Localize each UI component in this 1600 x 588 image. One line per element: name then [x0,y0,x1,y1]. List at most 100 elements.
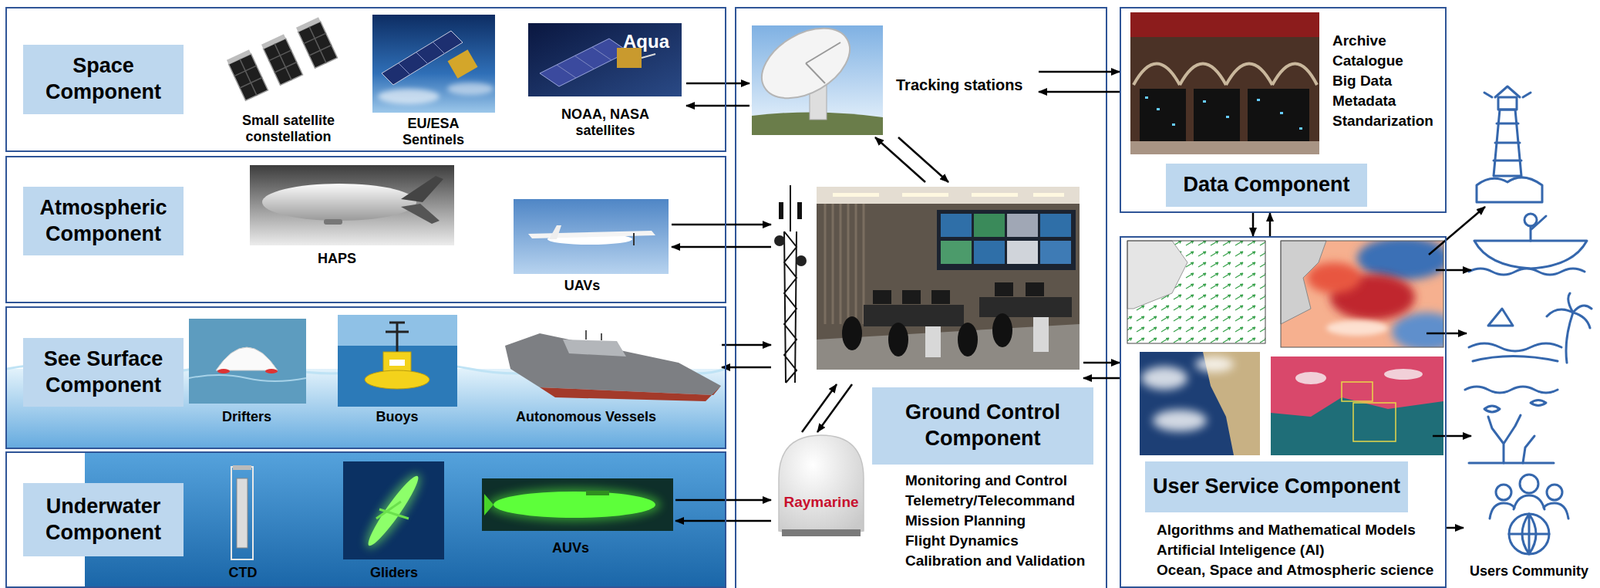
sst-map [1280,240,1444,347]
text-holder: Underwater Component [23,482,184,556]
user-icons [1495,484,1512,500]
text-holder: Small satellite constellation [230,112,347,145]
flow-arrow [675,519,772,523]
component-heading: Underwater Component [23,482,184,556]
data-center-image [1145,96,1149,99]
item-caption: Users Community [1464,562,1594,580]
component-heading: User Service Component [1145,461,1408,512]
sentinel-image [448,49,479,79]
data-center-image [1226,115,1230,118]
antenna-tower [774,235,785,246]
ctd-image [231,466,253,560]
text-holder: Ground Control Component [872,387,1094,465]
flow-arrow [801,384,837,432]
user-icons [1484,400,1547,413]
item-caption: EU/ESA Sentinels [390,115,476,148]
vector-map [1127,240,1188,309]
data-center-image [1130,12,1320,155]
user-icons [1484,92,1531,98]
text-holder: Catalogue [1332,52,1404,71]
users-community: Users Community [1463,468,1597,585]
text-holder: Telemetry/Telecommand [905,491,1075,510]
user-icons [1519,474,1539,493]
text-holder: User Service Component [1145,461,1408,512]
item-caption: Autonomous Vessels [508,408,664,425]
flow-arrow [721,366,772,369]
vessel-image [539,385,721,401]
item-caption: Drifters [208,408,286,425]
data-center-image [1145,96,1303,130]
component-panel: DriftersBuoysAutonomous VesselsSee Surfa… [5,306,727,449]
user-icons [1546,293,1592,328]
uav-image [513,198,669,274]
text-holder: Archive [1332,32,1387,51]
item-caption: AUVs [532,539,610,556]
component-panel: Small satellite constellation EU/ESA Sent… [5,6,727,152]
drifter-image [215,346,278,371]
list-item: Standarization [1332,112,1434,131]
control-room-image [973,213,1005,237]
text-holder: Ocean, Space and Atmospheric science [1156,561,1434,580]
item-caption: Buoys [358,408,436,425]
haps-image [400,175,444,203]
tracking-dish-image [749,13,883,135]
text-holder: Space Component [23,44,184,115]
ground-panel-frame [735,7,1107,588]
sst-map [1306,240,1444,347]
flow-arrow [1446,526,1464,529]
list-item: Metadata [1332,92,1396,111]
auv-image [481,478,674,531]
control-room-image [863,304,964,327]
text-holder: Aqua [623,30,670,53]
text-holder: NOAA, NASA satellites [551,106,660,139]
user-icons [1476,177,1543,203]
list-item: Catalogue [1332,52,1404,71]
haps-image [323,218,343,225]
vector-map [1127,240,1266,344]
buoy-image [385,322,409,354]
flow-arrow [1038,90,1120,94]
control-room-image [1025,282,1045,297]
user-icons [1566,312,1574,363]
platform-item: UAVs [510,195,672,298]
data-center-image [1299,127,1303,130]
ctd-image [236,478,248,548]
cloud-image [1139,351,1260,455]
data-center-image [1156,107,1160,111]
list-item: Ocean, Space and Atmospheric science [1156,561,1434,580]
sentinel-image [447,82,494,95]
user-icons [1498,97,1517,110]
control-room-image [902,289,921,304]
raymarine-dome: Raymarine [771,431,872,540]
data-center-image [1130,12,1320,38]
landsat-image [1295,371,1327,384]
landsat-image [1270,356,1444,455]
drifter-image [188,374,307,381]
list-item: Artificial Inteligence (AI) [1156,541,1324,560]
cloud-image [1141,366,1188,390]
text-holder: Atmospheric Component [23,186,184,256]
drifter-image [188,318,307,404]
text-holder: UAVs [543,277,621,294]
image-text: Aqua [623,30,670,53]
vessel-image [505,333,721,395]
text-holder: CTD [219,564,267,581]
platform-item: AUVs [479,474,676,560]
list-item: Archive [1332,32,1387,51]
user-icons [1495,86,1520,98]
buoy-image [364,370,430,389]
platform-item: Buoys [335,311,460,431]
data-center-image [1202,100,1206,103]
tracking-dish-image [749,13,862,113]
glider-image [363,471,424,550]
landsat-image [1353,402,1396,442]
platform-item: EU/ESA Sentinels [370,13,498,150]
flow-arrow [671,223,772,226]
glider-image [343,461,445,560]
sst-map [1280,240,1327,324]
list-item: Big Data [1332,72,1392,91]
service-arrows [1426,206,1486,436]
aqua-image [556,47,612,78]
